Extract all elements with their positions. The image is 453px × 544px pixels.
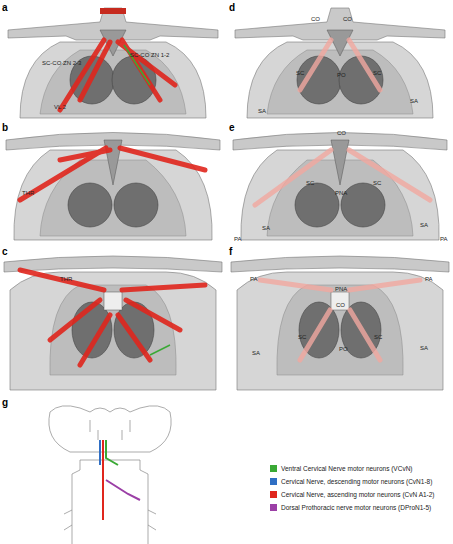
- anatomy-label: SC-CO ZN 2-3: [42, 60, 81, 66]
- anatomy-label: CO: [336, 302, 345, 308]
- legend-text: Ventral Cervical Nerve motor neurons (VC…: [281, 466, 413, 473]
- legend-text: Cervical Nerve, descending motor neurons…: [281, 479, 432, 486]
- anatomy-label: PNA: [335, 286, 347, 292]
- legend-text: Cervical Nerve, ascending motor neurons …: [281, 492, 435, 499]
- panel-letter: d: [229, 3, 235, 13]
- legend-swatch: [270, 478, 277, 485]
- anatomy-label: PA: [440, 236, 448, 242]
- anatomy-label: SA: [410, 98, 418, 104]
- anatomy-label: CO: [343, 16, 352, 22]
- anatomy-label: SA: [252, 350, 260, 356]
- anatomy-label: SC: [298, 334, 306, 340]
- anatomy-label: SA: [262, 225, 270, 231]
- anatomy-label: PO: [337, 72, 346, 78]
- panel-letter: b: [2, 123, 8, 133]
- anatomy-label: SC: [373, 180, 381, 186]
- anatomy-label: PNA: [335, 190, 347, 196]
- panel-letter: f: [229, 247, 232, 257]
- anatomy-label: VL 2: [54, 104, 66, 110]
- panel-letter: a: [2, 3, 8, 13]
- anatomy-label: SC: [296, 70, 304, 76]
- panel-letter: g: [2, 398, 8, 408]
- legend-swatch: [270, 465, 277, 472]
- anatomy-label: SC-CO ZN 1-2: [130, 52, 169, 58]
- anatomy-label: PA: [234, 236, 242, 242]
- anatomy-label: CO: [337, 130, 346, 136]
- legend-swatch: [270, 504, 277, 511]
- anatomy-label: PA: [250, 276, 258, 282]
- legend-text: Dorsal Prothoracic nerve motor neurons (…: [281, 505, 431, 512]
- panel-letter: c: [2, 247, 8, 257]
- anatomy-label: PA: [425, 276, 433, 282]
- panel-letter: e: [229, 123, 235, 133]
- anatomy-label: SC: [306, 180, 314, 186]
- anatomy-label: SA: [258, 108, 266, 114]
- anatomy-label: SC: [373, 70, 381, 76]
- anatomy-label: PO: [339, 346, 348, 352]
- legend-swatch: [270, 491, 277, 498]
- anatomy-label: CO: [311, 16, 320, 22]
- anatomy-label: SA: [420, 222, 428, 228]
- anatomy-label: THR: [60, 276, 72, 282]
- anatomy-label: THR: [22, 190, 34, 196]
- anatomy-label: SC: [374, 334, 382, 340]
- anatomy-label: SA: [420, 345, 428, 351]
